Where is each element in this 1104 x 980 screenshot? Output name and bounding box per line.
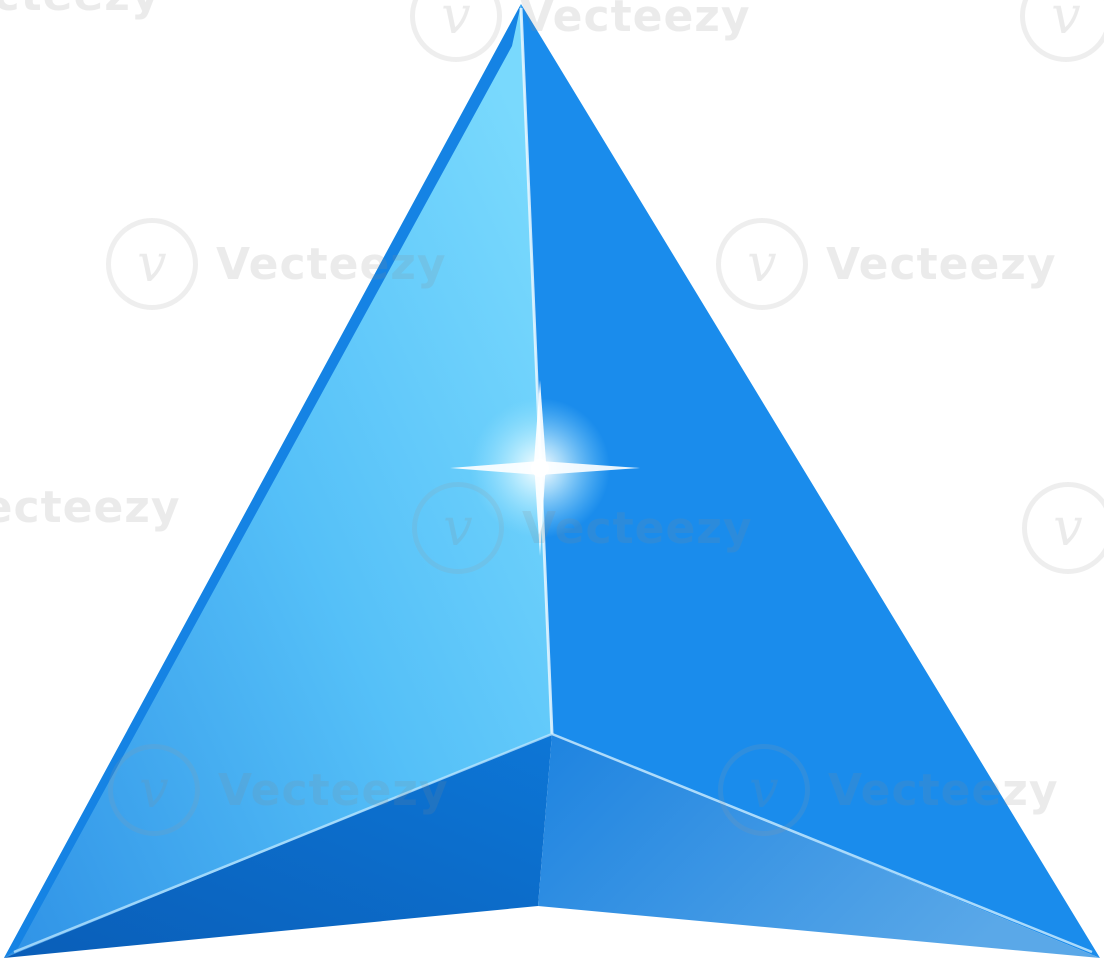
arrow-right-face	[521, 4, 1100, 958]
arrow-left-rim	[4, 4, 521, 958]
arrow-right-crease-highlight	[551, 732, 1093, 954]
arrow-ridge-highlight	[519, 7, 554, 735]
arrow-left-crease-highlight	[13, 732, 553, 954]
arrow-bottom-right-face	[538, 734, 1100, 958]
sparkle-icon	[450, 380, 640, 556]
